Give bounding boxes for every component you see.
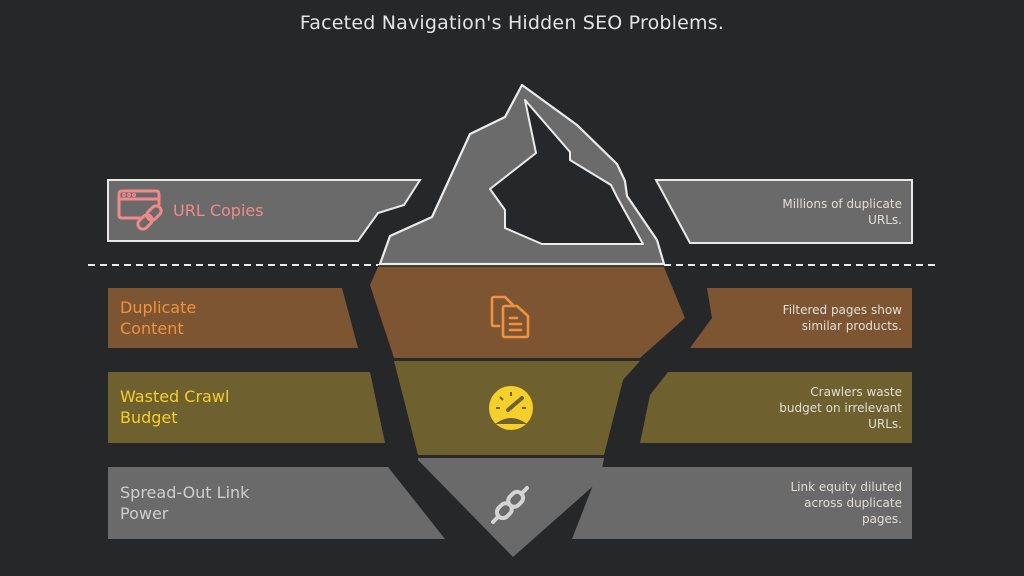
speedometer-icon xyxy=(489,386,533,430)
wasted-crawl-budget-label: Wasted Crawl Budget xyxy=(120,387,230,427)
browser-link-icon xyxy=(117,189,163,231)
duplicate-content-label: Duplicate Content xyxy=(120,298,197,338)
spread-band-right xyxy=(572,467,912,539)
duplicate-content-description: Filtered pages show similar products. xyxy=(782,303,902,333)
spread-link-power-label: Spread-Out Link Power xyxy=(120,483,250,523)
chain-link-icon xyxy=(491,486,529,524)
duplicate-layer xyxy=(370,267,685,358)
spread-band-left xyxy=(108,467,445,539)
duplicate-band-left xyxy=(108,288,358,348)
duplicate-band-right xyxy=(690,288,912,348)
wasted-crawl-budget-description: Crawlers waste budget on irrelevant URLs… xyxy=(779,385,902,431)
spread-link-power-description: Link equity diluted across duplicate pag… xyxy=(790,480,902,526)
iceberg-shadow xyxy=(489,99,644,245)
wasted-band-left xyxy=(108,372,385,443)
diagram-title: Faceted Navigation's Hidden SEO Problems… xyxy=(299,12,725,34)
url-copies-band-right xyxy=(654,179,913,244)
url-copies-description: Millions of duplicate URLs. xyxy=(782,197,902,227)
documents-copy-icon xyxy=(490,295,530,339)
wasted-band-right xyxy=(640,372,912,443)
url-copies-band-left xyxy=(107,179,422,242)
url-copies-label: URL Copies xyxy=(173,201,264,220)
